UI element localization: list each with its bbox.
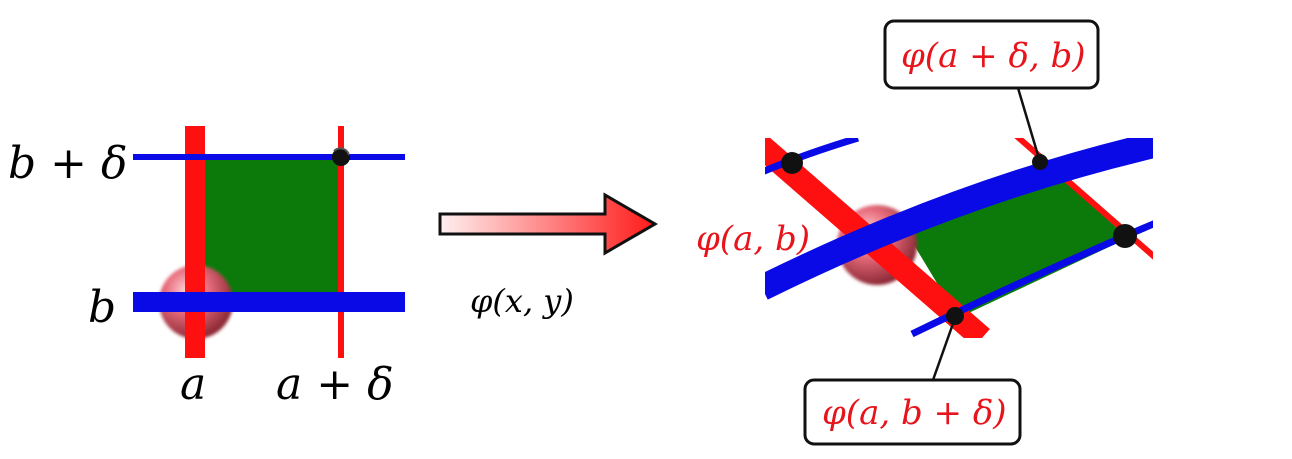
mapped-blue-edge-top — [765, 138, 860, 175]
arrow-shape — [438, 192, 658, 256]
arrow-label: φ(x, y) — [470, 282, 574, 320]
label-b-plus-delta: b + δ — [8, 138, 128, 189]
mapping-arrow: φ(x, y) — [438, 192, 658, 320]
red-line-a — [185, 126, 205, 358]
corner-point-highlight — [333, 147, 350, 156]
mapped-green-patch — [905, 160, 1128, 318]
callout-bottom-box — [803, 378, 1022, 446]
callout-top-pointer — [1016, 87, 1042, 163]
label-phi-a-b: φ(a, b) — [696, 219, 810, 259]
callout-bottom-label: φ(a, b + δ) — [822, 393, 1007, 433]
mapped-point-right — [1113, 224, 1137, 248]
callout-top-box — [883, 19, 1100, 90]
blue-line-b-plus-delta — [133, 154, 405, 160]
blue-line-b — [133, 292, 405, 312]
mapped-point-a-b-plus-delta — [946, 307, 964, 325]
right-mapped-panel — [765, 138, 1153, 338]
red-line-a-plus-delta — [338, 126, 344, 358]
label-b: b — [88, 282, 116, 333]
mapped-blue-line-b — [765, 138, 1153, 300]
callout-bottom: φ(a, b + δ) — [803, 317, 1022, 446]
left-grid-panel: b + δ b a a + δ — [8, 126, 405, 410]
corner-point — [332, 148, 350, 166]
callout-top: φ(a + δ, b) — [883, 19, 1100, 163]
label-a-plus-delta: a + δ — [276, 359, 394, 410]
green-patch — [205, 157, 338, 302]
callout-top-label: φ(a + δ, b) — [901, 36, 1086, 76]
mapped-point-top-left — [781, 152, 803, 174]
label-a: a — [180, 359, 206, 410]
